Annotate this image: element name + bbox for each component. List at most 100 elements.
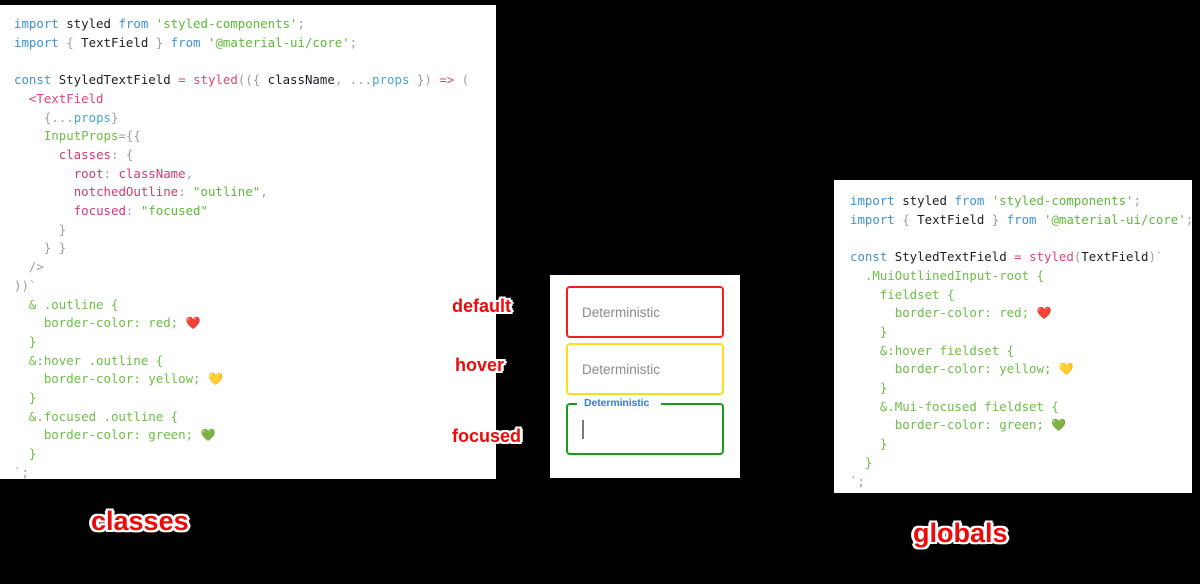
code-token: &.Mui-focused fieldset { xyxy=(850,398,1059,414)
code-token: } xyxy=(111,109,119,125)
code-token: import xyxy=(14,34,67,50)
code-token xyxy=(14,110,44,125)
code-line: `; xyxy=(14,464,496,483)
code-token xyxy=(14,184,74,199)
heart-emoji: ❤️ xyxy=(185,316,201,331)
code-token: 'styled-components' xyxy=(991,193,1134,208)
code-line: classes: { xyxy=(14,146,496,165)
code-token: from xyxy=(999,211,1044,227)
code-line: &.Mui-focused fieldset { xyxy=(850,398,1192,417)
code-token: {{ xyxy=(125,128,141,144)
code-line: import styled from 'styled-components'; xyxy=(14,15,496,34)
code-token: props xyxy=(73,109,112,125)
code-token: } xyxy=(850,323,888,339)
code-token: styled xyxy=(902,193,947,208)
code-token: '@material-ui/core' xyxy=(207,34,350,50)
code-token: ; xyxy=(857,473,865,489)
code-token: fieldset { xyxy=(850,286,955,302)
code-token: ; xyxy=(349,34,358,50)
code-token: => xyxy=(439,72,455,88)
code-token: { xyxy=(902,211,910,227)
code-token: import xyxy=(14,16,67,31)
code-token: , xyxy=(260,184,268,200)
code-line: ))` xyxy=(14,277,496,296)
textfield-focused-label: Deterministic xyxy=(581,397,653,409)
code-line: } xyxy=(14,221,496,240)
code-token: } } xyxy=(43,240,67,256)
code-line: &.focused .outline { xyxy=(14,408,496,427)
code-line: } xyxy=(850,435,1192,454)
textfield-hover[interactable]: Deterministic xyxy=(566,343,724,395)
code-token: <TextField xyxy=(28,90,104,106)
textfield-focused[interactable]: Deterministic xyxy=(566,397,724,455)
code-token: "focused" xyxy=(140,203,208,219)
code-token: from xyxy=(946,193,992,208)
code-line: &:hover .outline { xyxy=(14,352,496,371)
code-token: const xyxy=(850,249,895,265)
code-line: `; xyxy=(850,473,1192,492)
code-token: } xyxy=(14,390,37,406)
code-token: & .outline { xyxy=(14,296,119,312)
code-line: & .outline { xyxy=(14,296,496,315)
code-token: 'styled-components' xyxy=(155,16,298,31)
code-token: .MuiOutlinedInput-root { xyxy=(850,267,1044,283)
code-token: } xyxy=(991,211,1000,227)
code-token: styled xyxy=(1029,249,1074,265)
code-token: props xyxy=(372,72,410,88)
code-token: , xyxy=(334,72,350,88)
code-token: styled xyxy=(66,16,111,31)
code-token: "outline" xyxy=(193,184,261,200)
code-token: = xyxy=(118,128,126,144)
code-token xyxy=(14,222,59,237)
heart-emoji: 💛 xyxy=(1058,362,1074,377)
code-token: }) xyxy=(409,72,440,88)
code-line: border-color: red; ❤️ xyxy=(850,304,1192,323)
code-token: } xyxy=(850,454,873,470)
code-line: .MuiOutlinedInput-root { xyxy=(850,267,1192,286)
code-token: ( xyxy=(454,72,470,88)
code-token: = xyxy=(1006,249,1030,265)
annotation-default: default xyxy=(452,296,512,316)
code-token: root xyxy=(73,165,104,181)
code-token: : xyxy=(178,184,194,200)
code-token: : xyxy=(125,203,141,219)
code-line: border-color: red; ❤️ xyxy=(14,314,496,333)
code-token: '@material-ui/core' xyxy=(1043,211,1186,227)
code-token: StyledTextField xyxy=(894,249,1007,265)
code-token: ... xyxy=(349,72,373,88)
textfield-default[interactable]: Deterministic xyxy=(566,286,724,338)
heart-emoji: ❤️ xyxy=(1036,306,1052,321)
code-line: /> xyxy=(14,258,496,277)
code-token: { xyxy=(252,72,268,88)
code-token: focused xyxy=(73,203,126,219)
code-line xyxy=(850,229,1192,248)
code-line xyxy=(14,52,496,71)
code-token: TextField xyxy=(73,34,156,50)
code-token: { xyxy=(43,109,52,125)
code-line: focused: "focused" xyxy=(14,202,496,221)
code-token: from xyxy=(163,34,208,50)
code-token: &:hover .outline { xyxy=(14,352,164,368)
textfield-demo-panel: Deterministic Deterministic Deterministi… xyxy=(550,275,740,478)
code-token: styled xyxy=(193,72,238,88)
code-token: (( xyxy=(237,72,253,88)
code-token: ; xyxy=(1185,211,1194,227)
code-token: notchedOutline xyxy=(73,184,179,200)
code-line: } xyxy=(14,333,496,352)
code-token: ) xyxy=(1148,249,1156,265)
textfield-hover-text: Deterministic xyxy=(582,361,661,377)
code-token: ; xyxy=(21,464,29,480)
code-token: className xyxy=(267,72,335,88)
heart-emoji: 💛 xyxy=(207,372,223,387)
code-line: const StyledTextField = styled(({ classN… xyxy=(14,71,496,90)
code-token: ... xyxy=(51,109,74,125)
code-token: import xyxy=(850,193,903,208)
code-line: fieldset { xyxy=(850,286,1192,305)
code-line: import { TextField } from '@material-ui/… xyxy=(14,34,496,53)
code-token xyxy=(14,128,44,143)
code-line: border-color: yellow; 💛 xyxy=(14,370,496,389)
code-token: InputProps xyxy=(43,128,119,144)
code-token xyxy=(14,166,74,181)
code-token: ` xyxy=(28,277,37,293)
code-token: ` xyxy=(14,464,22,480)
